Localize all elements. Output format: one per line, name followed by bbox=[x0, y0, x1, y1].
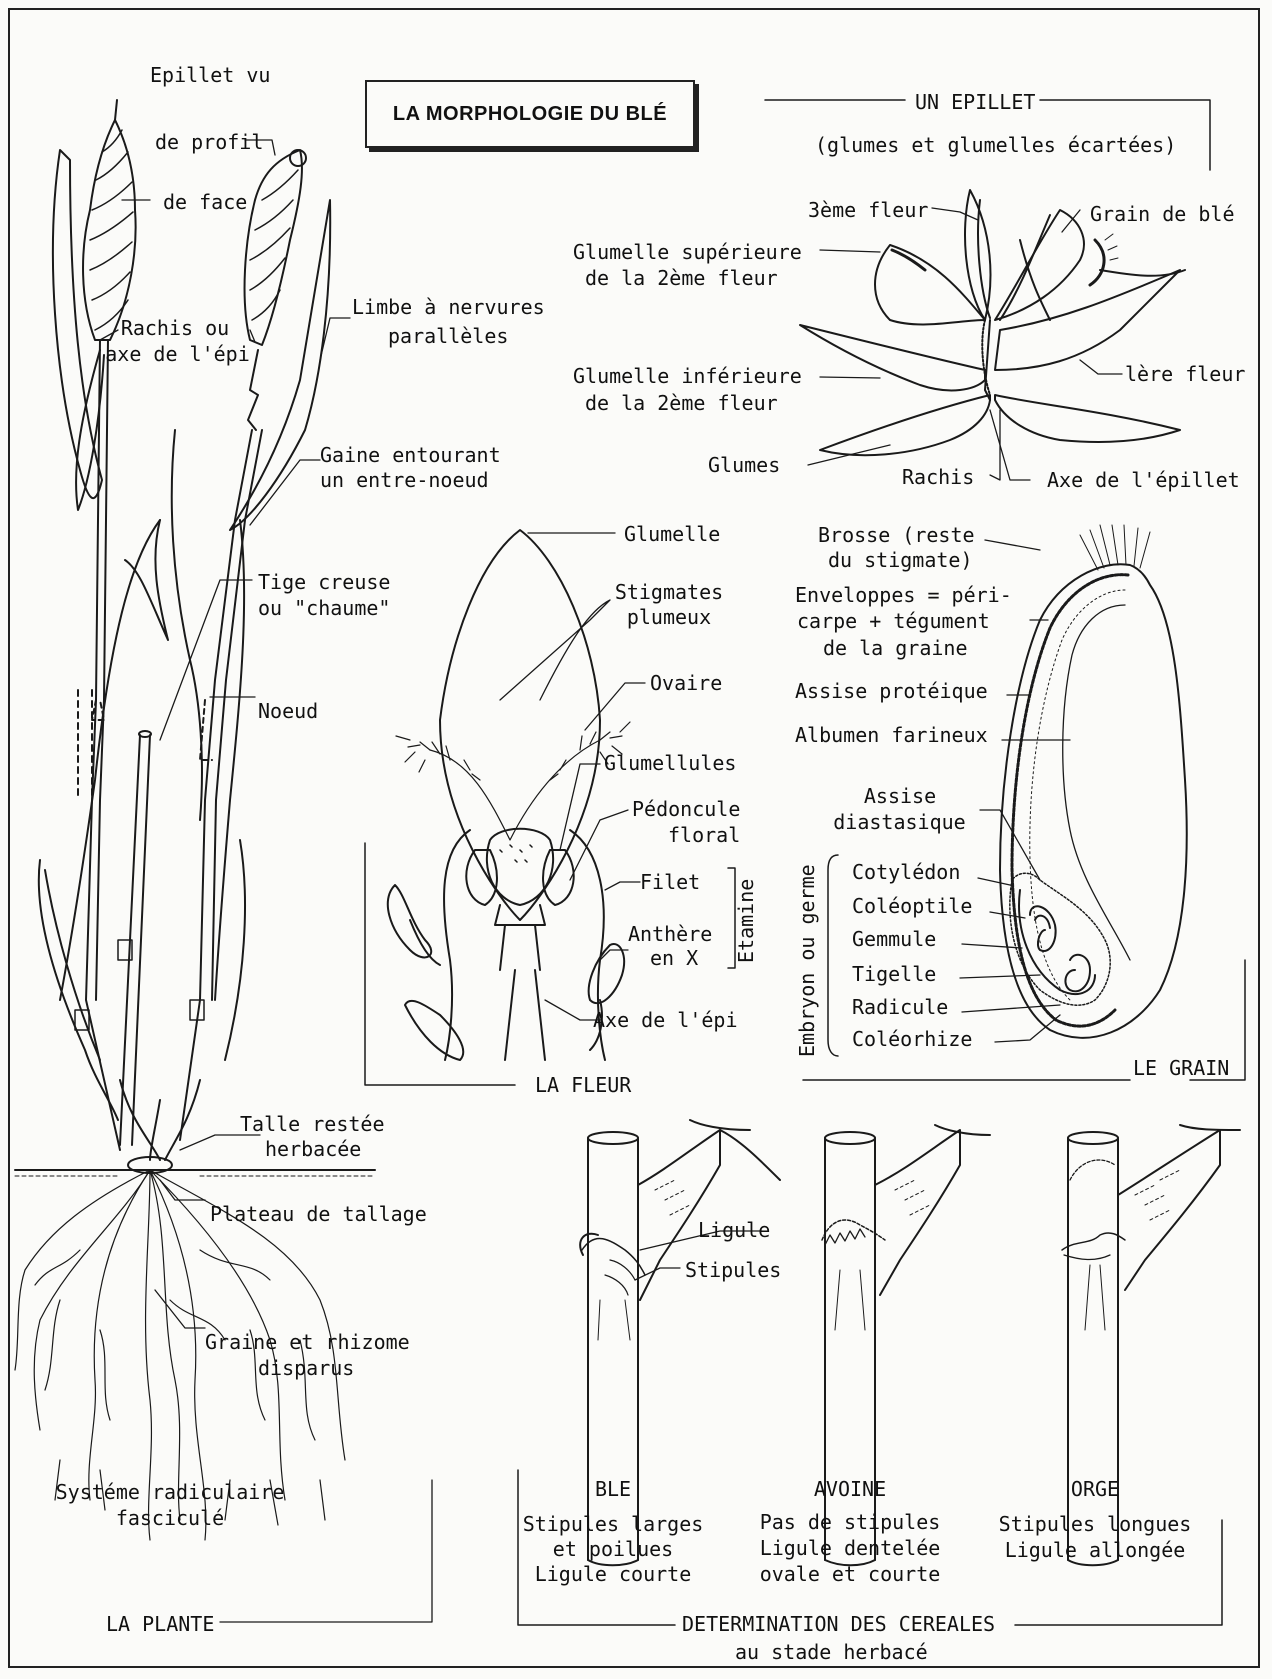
label-coleorhize: Coléorhize bbox=[852, 1027, 972, 1051]
label-talle-2: herbacée bbox=[265, 1137, 361, 1161]
label-glumelle-inf-2: de la 2ème fleur bbox=[585, 391, 778, 415]
label-glumellules: Glumellules bbox=[604, 751, 736, 775]
section-determination-sub: au stade herbacé bbox=[735, 1640, 928, 1664]
section-la-fleur: LA FLEUR bbox=[535, 1073, 631, 1097]
cereal-desc-avoine-3: ovale et courte bbox=[755, 1562, 945, 1586]
label-noeud: Noeud bbox=[258, 699, 318, 723]
label-gaine-1: Gaine entourant bbox=[320, 443, 501, 467]
label-embryon: Embryon ou germe bbox=[795, 864, 819, 1057]
label-enveloppes-3: de la graine bbox=[823, 636, 968, 660]
title-box: LA MORPHOLOGIE DU BLÉ bbox=[365, 80, 695, 148]
label-grain-de-ble: Grain de blé bbox=[1090, 202, 1235, 226]
label-limbe-2: parallèles bbox=[388, 324, 508, 348]
label-enveloppes-1: Enveloppes = péri- bbox=[795, 583, 1012, 607]
page-title: LA MORPHOLOGIE DU BLÉ bbox=[393, 103, 667, 126]
label-coleoptile: Coléoptile bbox=[852, 894, 972, 918]
label-albumen: Albumen farineux bbox=[795, 723, 988, 747]
section-le-grain: LE GRAIN bbox=[1133, 1056, 1229, 1080]
label-filet: Filet bbox=[640, 870, 700, 894]
label-systeme-2: fasciculé bbox=[40, 1506, 300, 1530]
label-stigmates-2: plumeux bbox=[604, 605, 734, 629]
spikelet-drawing bbox=[765, 100, 1210, 480]
label-limbe-1: Limbe à nervures bbox=[352, 295, 545, 319]
label-etamine: Etamine bbox=[734, 879, 758, 963]
label-pedoncule-2: floral bbox=[668, 823, 740, 847]
cereal-desc-orge-1: Stipules longues bbox=[995, 1512, 1195, 1536]
label-glumelle-sup-2: de la 2ème fleur bbox=[585, 266, 778, 290]
label-assise-dia-2: diastasique bbox=[822, 810, 977, 834]
label-axe-epi: Axe de l'épi bbox=[593, 1008, 738, 1032]
label-enveloppes-2: carpe + tégument bbox=[797, 609, 990, 633]
label-talle-1: Talle restée bbox=[240, 1112, 385, 1136]
label-brosse-1: Brosse (reste bbox=[818, 523, 975, 547]
label-anthere-1: Anthère bbox=[628, 922, 712, 946]
label-tigelle: Tigelle bbox=[852, 962, 936, 986]
cereal-desc-orge-2: Ligule allongée bbox=[995, 1538, 1195, 1562]
label-de-face: de face bbox=[163, 190, 247, 214]
cereal-desc-avoine-1: Pas de stipules bbox=[755, 1510, 945, 1534]
cereal-name-ble: BLE bbox=[548, 1477, 678, 1501]
label-rachis-2: axe de l'épi bbox=[95, 342, 260, 366]
label-glumes: Glumes bbox=[708, 453, 780, 477]
label-plateau: Plateau de tallage bbox=[210, 1202, 427, 1226]
label-tige-1: Tige creuse bbox=[258, 570, 390, 594]
label-pedoncule-1: Pédoncule bbox=[632, 797, 740, 821]
label-epillet-vu: Epillet vu bbox=[150, 63, 270, 87]
label-systeme-1: Systéme radiculaire bbox=[40, 1480, 300, 1504]
label-gemmule: Gemmule bbox=[852, 927, 936, 951]
label-graine-2: disparus bbox=[258, 1356, 354, 1380]
label-assise-proteique: Assise protéique bbox=[795, 679, 988, 703]
ear-face bbox=[83, 100, 136, 340]
cereal-desc-ble-1: Stipules larges bbox=[518, 1512, 708, 1536]
label-stipules: Stipules bbox=[685, 1258, 781, 1282]
label-tige-2: ou "chaume" bbox=[258, 596, 390, 620]
label-rachis-epillet: Rachis bbox=[902, 465, 974, 489]
label-stigmates-1: Stigmates bbox=[604, 580, 734, 604]
label-rachis-1: Rachis ou bbox=[95, 316, 255, 340]
label-cotyledon: Cotylédon bbox=[852, 860, 960, 884]
label-graine-1: Graine et rhizome bbox=[205, 1330, 410, 1354]
label-axe-epillet: Axe de l'épillet bbox=[1047, 468, 1240, 492]
section-determination: DETERMINATION DES CEREALES bbox=[682, 1612, 995, 1636]
section-un-epillet: UN EPILLET bbox=[915, 90, 1035, 114]
label-ovaire: Ovaire bbox=[650, 671, 722, 695]
label-ligule: Ligule bbox=[698, 1218, 770, 1242]
cereal-name-orge: ORGE bbox=[1030, 1477, 1160, 1501]
label-gaine-2: un entre-noeud bbox=[320, 468, 489, 492]
section-la-plante: LA PLANTE bbox=[106, 1612, 214, 1636]
label-3eme-fleur: 3ème fleur bbox=[808, 198, 928, 222]
label-glumelle-inf-1: Glumelle inférieure bbox=[573, 364, 802, 388]
label-radicule: Radicule bbox=[852, 995, 948, 1019]
label-glumelle: Glumelle bbox=[624, 522, 720, 546]
section-un-epillet-sub: (glumes et glumelles écartées) bbox=[815, 133, 1176, 157]
label-1ere-fleur: lère fleur bbox=[1125, 362, 1245, 386]
cereal-desc-ble-3: Ligule courte bbox=[518, 1562, 708, 1586]
cereal-desc-ble-2: et poilues bbox=[518, 1537, 708, 1561]
cereal-name-avoine: AVOINE bbox=[785, 1477, 915, 1501]
label-anthere-2: en X bbox=[650, 946, 698, 970]
label-assise-dia-1: Assise bbox=[840, 784, 960, 808]
cereal-desc-avoine-2: Ligule dentelée bbox=[755, 1536, 945, 1560]
label-glumelle-sup-1: Glumelle supérieure bbox=[573, 240, 802, 264]
label-brosse-2: du stigmate) bbox=[828, 548, 973, 572]
label-de-profil: de profil bbox=[155, 130, 263, 154]
